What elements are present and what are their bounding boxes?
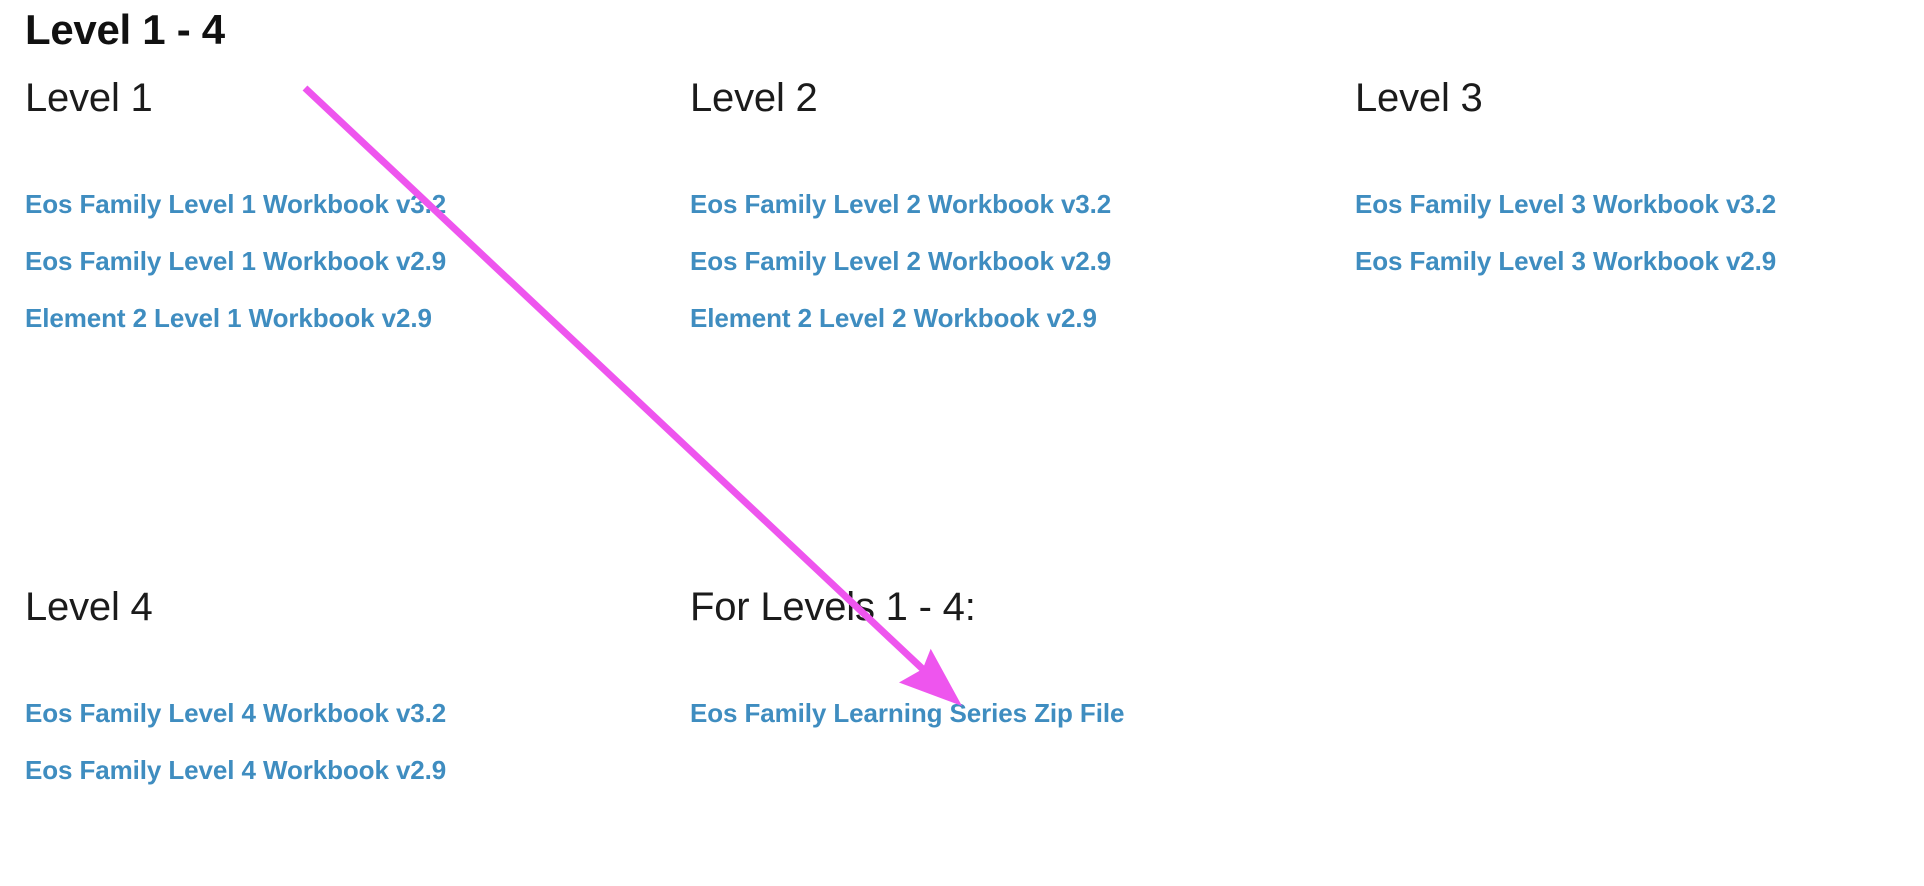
list-item: Eos Family Level 4 Workbook v3.2	[25, 685, 665, 742]
list-item: Element 2 Level 1 Workbook v2.9	[25, 290, 665, 347]
zip-file-link[interactable]: Eos Family Learning Series Zip File	[690, 698, 1125, 728]
list-item: Eos Family Level 3 Workbook v2.9	[1355, 233, 1924, 290]
list-item: Eos Family Level 1 Workbook v3.2	[25, 176, 665, 233]
workbook-link[interactable]: Element 2 Level 2 Workbook v2.9	[690, 303, 1097, 333]
workbook-link[interactable]: Eos Family Level 2 Workbook v3.2	[690, 189, 1112, 219]
link-list-level-2: Eos Family Level 2 Workbook v3.2 Eos Fam…	[690, 176, 1330, 347]
link-list-level-3: Eos Family Level 3 Workbook v3.2 Eos Fam…	[1355, 176, 1924, 290]
workbook-link[interactable]: Element 2 Level 1 Workbook v2.9	[25, 303, 432, 333]
column-heading-level-4: Level 4	[25, 585, 153, 629]
workbook-link[interactable]: Eos Family Level 3 Workbook v3.2	[1355, 189, 1777, 219]
column-heading-for-levels-1-4: For Levels 1 - 4:	[690, 585, 976, 629]
list-item: Element 2 Level 2 Workbook v2.9	[690, 290, 1330, 347]
column-heading-level-2: Level 2	[690, 76, 818, 120]
workbook-link[interactable]: Eos Family Level 2 Workbook v2.9	[690, 246, 1112, 276]
list-item: Eos Family Level 1 Workbook v2.9	[25, 233, 665, 290]
link-list-level-1: Eos Family Level 1 Workbook v3.2 Eos Fam…	[25, 176, 665, 347]
page-title: Level 1 - 4	[25, 6, 225, 53]
link-list-for-levels-1-4: Eos Family Learning Series Zip File	[690, 685, 1330, 742]
workbook-link[interactable]: Eos Family Level 1 Workbook v2.9	[25, 246, 447, 276]
level-column-4: Level 4 Eos Family Level 4 Workbook v3.2…	[25, 587, 665, 799]
level-column-all: For Levels 1 - 4: Eos Family Learning Se…	[690, 587, 1330, 742]
column-heading-level-3: Level 3	[1355, 76, 1483, 120]
workbook-link[interactable]: Eos Family Level 1 Workbook v3.2	[25, 189, 447, 219]
list-item: Eos Family Level 2 Workbook v2.9	[690, 233, 1330, 290]
list-item: Eos Family Level 4 Workbook v2.9	[25, 742, 665, 799]
link-list-level-4: Eos Family Level 4 Workbook v3.2 Eos Fam…	[25, 685, 665, 799]
column-heading-level-1: Level 1	[25, 76, 153, 120]
list-item: Eos Family Level 3 Workbook v3.2	[1355, 176, 1924, 233]
list-item: Eos Family Learning Series Zip File	[690, 685, 1330, 742]
level-column-2: Level 2 Eos Family Level 2 Workbook v3.2…	[690, 78, 1330, 347]
level-column-3: Level 3 Eos Family Level 3 Workbook v3.2…	[1355, 78, 1924, 290]
level-column-1: Level 1 Eos Family Level 1 Workbook v3.2…	[25, 78, 665, 347]
workbook-link[interactable]: Eos Family Level 3 Workbook v2.9	[1355, 246, 1777, 276]
list-item: Eos Family Level 2 Workbook v3.2	[690, 176, 1330, 233]
workbook-link[interactable]: Eos Family Level 4 Workbook v2.9	[25, 755, 447, 785]
workbook-link[interactable]: Eos Family Level 4 Workbook v3.2	[25, 698, 447, 728]
